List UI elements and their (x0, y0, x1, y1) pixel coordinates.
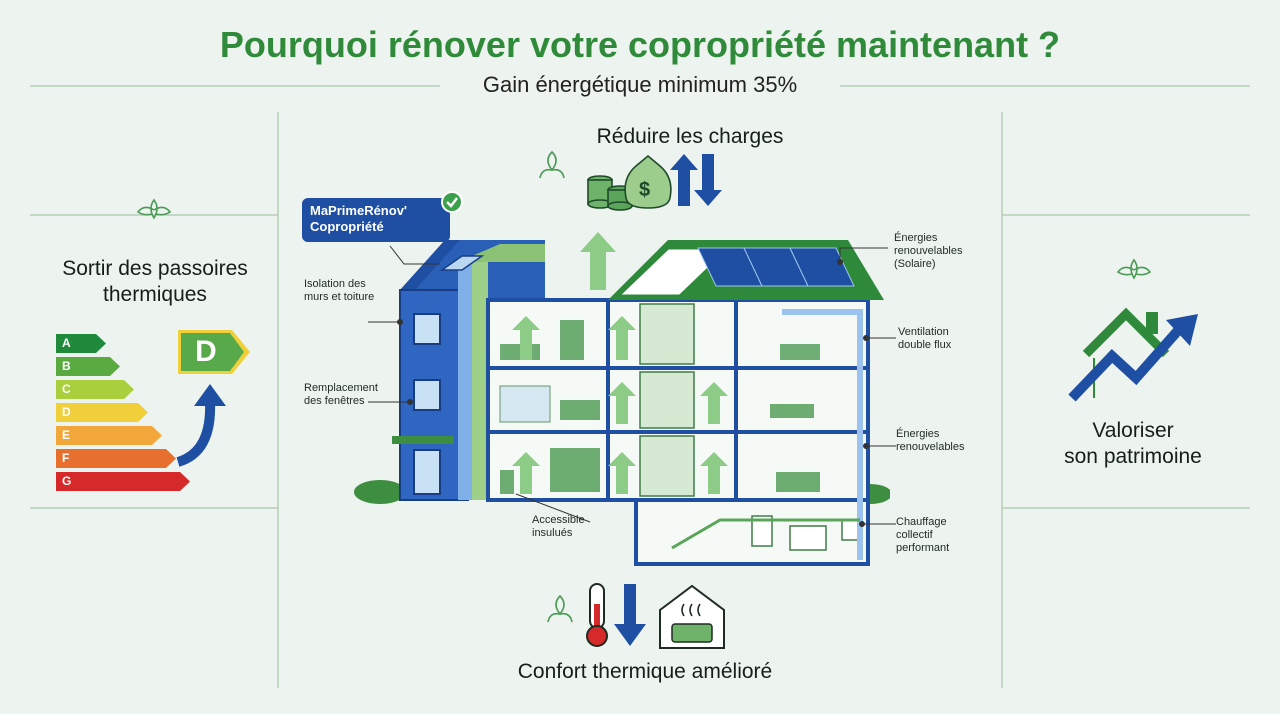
check-circle-icon (441, 191, 463, 213)
left-heading-line1: Sortir des passoires (62, 257, 248, 280)
callout-chauffage-line1: Chauffage (896, 516, 947, 528)
comfort-icon (586, 583, 725, 649)
building-cutaway-illustration (354, 232, 890, 566)
callout-fenetres: Remplacement des fenêtres (304, 382, 378, 408)
callout-solaire-line1: Énergies (894, 232, 938, 244)
callout-energies-line2: renouvelables (896, 441, 965, 453)
callout-solaire-line2: renouvelables (894, 245, 963, 257)
badge-line1: MaPrimeRénov' (310, 203, 408, 218)
callout-isolation-line1: Isolation des (304, 278, 366, 290)
left-heading-line2: thermiques (103, 283, 207, 306)
right-heading-line1: Valoriser (1092, 419, 1174, 442)
rating-bar-g: G (56, 472, 190, 491)
upgrade-arrow-icon (176, 384, 226, 467)
maprimerenov-badge: MaPrimeRénov' Copropriété (302, 198, 450, 242)
callout-solaire-line3: (Solaire) (894, 258, 936, 270)
callout-chauffage-line3: performant (896, 542, 950, 554)
callout-energies-line1: Énergies (896, 428, 940, 440)
rating-bar-f: F (56, 449, 176, 468)
callout-solaire: Énergies renouvelables (Solaire) (894, 232, 963, 271)
callout-energies: Énergies renouvelables (896, 428, 965, 454)
page-subtitle: Gain énergétique minimum 35% (482, 72, 798, 97)
callout-accessible: Accessible insulués (532, 514, 585, 540)
rating-bar-d: D (56, 403, 148, 422)
callout-chauffage: Chauffage collectif performant (896, 516, 949, 555)
flourish-icon (136, 198, 172, 220)
flourish-icon (539, 150, 565, 179)
callout-fenetres-line1: Remplacement (304, 382, 378, 394)
rating-bar-e: E (56, 426, 162, 445)
callout-fenetres-line2: des fenêtres (304, 395, 365, 407)
rating-bar-c: C (56, 380, 134, 399)
right-heading: Valoriser son patrimoine (1002, 418, 1264, 470)
right-heading-line2: son patrimoine (1064, 445, 1202, 468)
target-rating-letter: D (181, 333, 244, 371)
callout-ventilation: Ventilation double flux (898, 326, 951, 352)
flourish-icon (547, 594, 573, 623)
callout-ventilation-line1: Ventilation (898, 326, 949, 338)
property-value-icon (1068, 307, 1198, 402)
savings-icon: $ (587, 154, 722, 211)
left-heading: Sortir des passoires thermiques (30, 256, 280, 308)
rating-bar-a: A (56, 334, 106, 353)
callout-isolation-line2: murs et toiture (304, 291, 375, 303)
top-heading: Réduire les charges (596, 125, 784, 148)
bottom-heading: Confort thermique amélioré (517, 660, 773, 683)
callout-ventilation-line2: double flux (898, 339, 952, 351)
target-rating-badge: D (178, 330, 250, 374)
page-title: Pourquoi rénover votre copropriété maint… (219, 24, 1061, 65)
rating-bar-b: B (56, 357, 120, 376)
callout-accessible-line2: insulués (532, 527, 573, 539)
flourish-icon (1116, 258, 1152, 280)
callout-isolation: Isolation des murs et toiture (304, 278, 374, 304)
badge-line2: Copropriété (310, 219, 384, 234)
callout-accessible-line1: Accessible (532, 514, 585, 526)
callout-chauffage-line2: collectif (896, 529, 933, 541)
money-symbol: $ (639, 179, 650, 201)
